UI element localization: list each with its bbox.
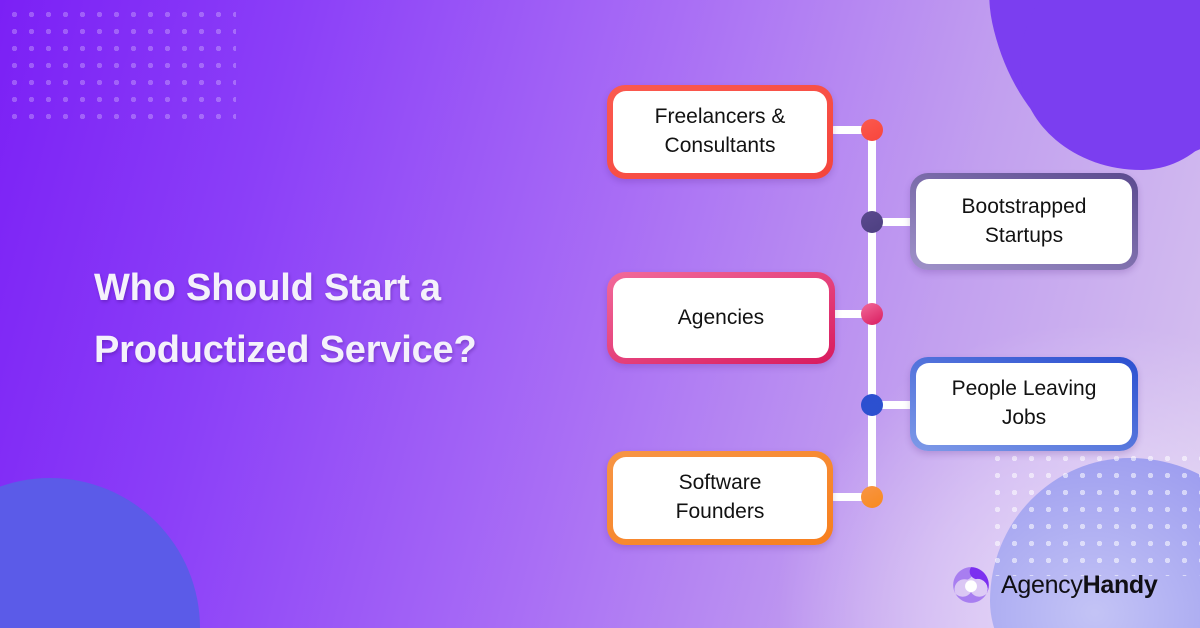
connector-stub-freelancers <box>830 126 870 134</box>
node-card-freelancers-consultants[interactable]: Freelancers & Consultants <box>607 85 833 179</box>
brand-logo-text: AgencyHandy <box>1001 571 1158 600</box>
brand-logo-text-bold: Handy <box>1082 570 1158 599</box>
node-label-line-1: People Leaving <box>951 377 1097 401</box>
node-card-people-leaving-jobs-label: People Leaving Jobs <box>916 363 1132 445</box>
node-card-freelancers-consultants-label: Freelancers & Consultants <box>613 91 827 173</box>
agencyhandy-swirl-mark-icon <box>953 567 989 603</box>
brand-logo: AgencyHandy <box>952 566 1158 604</box>
node-dot-software-founders <box>861 486 883 508</box>
node-card-agencies[interactable]: Agencies <box>607 272 835 364</box>
connector-stub-agencies <box>830 310 870 318</box>
node-card-bootstrapped-startups[interactable]: Bootstrapped Startups <box>910 173 1138 270</box>
node-label-line-2: Startups <box>984 223 1064 247</box>
node-label-line-2: Founders <box>675 500 765 523</box>
node-dot-agencies <box>861 303 883 325</box>
brand-logo-text-light: Agency <box>1001 570 1083 599</box>
node-label-line-1: Agencies <box>677 305 765 329</box>
node-label-line-2: Consultants <box>664 134 776 157</box>
node-card-software-founders-label: Software Founders <box>613 457 827 539</box>
node-dot-freelancers <box>861 119 883 141</box>
node-label-line-1: Freelancers & <box>654 105 786 129</box>
node-label-line-2: Jobs <box>1001 406 1047 429</box>
node-dot-people-leaving <box>861 394 883 416</box>
node-card-bootstrapped-startups-label: Bootstrapped Startups <box>916 179 1132 264</box>
page-title: Who Should Start a Productized Service? <box>94 258 564 381</box>
node-label-line-1: Software <box>678 471 762 495</box>
node-card-software-founders[interactable]: Software Founders <box>607 451 833 545</box>
page-title-line-2: Productized Service? <box>94 328 477 371</box>
node-card-people-leaving-jobs[interactable]: People Leaving Jobs <box>910 357 1138 451</box>
node-label-line-1: Bootstrapped <box>961 194 1087 218</box>
connector-stub-bootstrapped <box>872 218 914 226</box>
page-title-line-1: Who Should Start a <box>94 267 441 309</box>
node-dot-bootstrapped <box>861 211 883 233</box>
node-card-agencies-label: Agencies <box>613 278 829 358</box>
